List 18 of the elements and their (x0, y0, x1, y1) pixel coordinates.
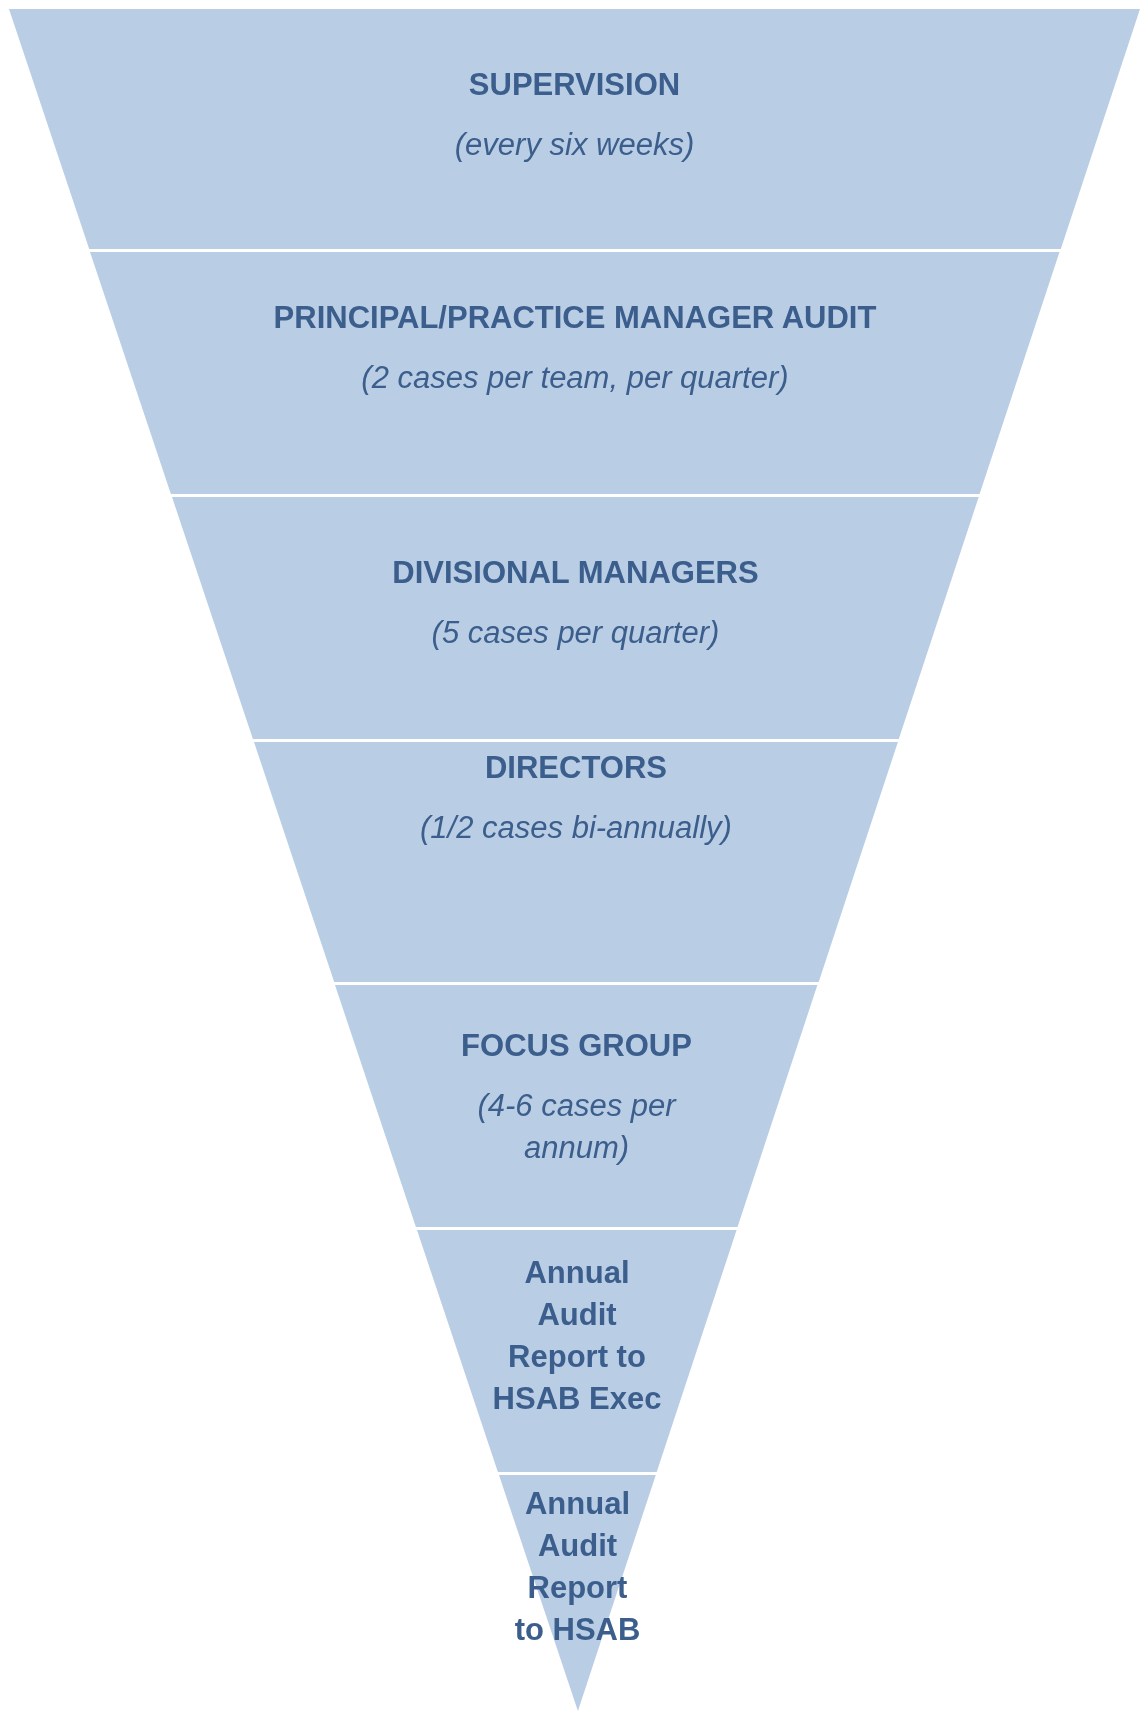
pyramid-band (9, 9, 1140, 249)
band-heading: Annual Audit Report to HSAB Exec (491, 1254, 663, 1418)
band-note: (5 cases per quarter) (430, 613, 721, 652)
band-note: (every six weeks) (453, 125, 696, 164)
band-heading: SUPERVISION (467, 66, 682, 104)
band-note: (1/2 cases bi-annually) (419, 808, 733, 847)
band-heading: DIRECTORS (484, 749, 668, 787)
band-heading: DIVISIONAL MANAGERS (391, 554, 760, 592)
band-note: (2 cases per team, per quarter) (360, 358, 790, 397)
band-heading: PRINCIPAL/PRACTICE MANAGER AUDIT (272, 299, 878, 337)
band-heading: FOCUS GROUP (460, 1027, 693, 1065)
pyramid-band (90, 252, 1060, 494)
band-note: (4-6 cases per annum) (476, 1086, 678, 1167)
pyramid-band (499, 1475, 656, 1711)
pyramid-band (417, 1230, 737, 1472)
pyramid-band (172, 497, 979, 739)
pyramid-band (335, 985, 818, 1227)
pyramid-band (254, 742, 898, 982)
